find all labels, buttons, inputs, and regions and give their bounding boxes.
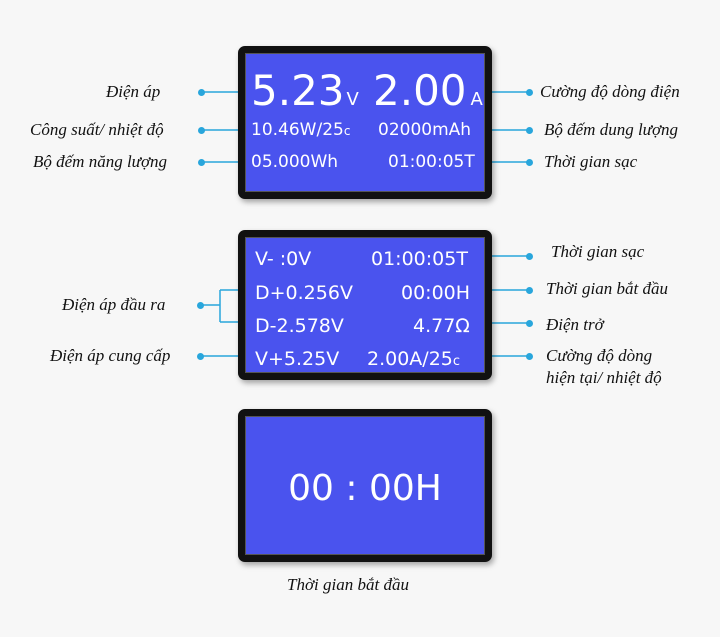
energy-reading: 05.000Wh (251, 152, 339, 172)
label-charge-time: Thời gian sạc (551, 242, 645, 261)
d-minus-reading: D-2.578V (255, 315, 344, 337)
connector-dot (198, 89, 205, 96)
d-plus-reading: D+0.256V (255, 282, 353, 304)
v-plus-reading: V+5.25V (255, 348, 340, 370)
label-current-temp-2: hiện tại/ nhiệt độ (546, 368, 662, 387)
caption-start-time: Thời gian bắt đầu (287, 575, 409, 594)
label-power-temp: Công suất/ nhiệt độ (30, 120, 164, 139)
connector-dot (526, 320, 533, 327)
connector-dot (526, 353, 533, 360)
connector-dot (198, 127, 205, 134)
label-energy-counter: Bộ đếm năng lượng (33, 152, 168, 171)
label-supply-voltage: Điện áp cung cấp (50, 346, 171, 365)
connector-dot (526, 253, 533, 260)
connector-dot (197, 353, 204, 360)
lcd-screen-detail: V- :0V 01:00:05T D+0.256V 00:00H D-2.578… (238, 230, 492, 380)
connector-dot (526, 127, 533, 134)
connector-dot (197, 302, 204, 309)
label-current-temp-1: Cường độ dòng (546, 346, 653, 365)
charge-time-reading: 01:00:05T (388, 152, 475, 172)
connector-dot (526, 287, 533, 294)
label-charge-time: Thời gian sạc (544, 152, 638, 171)
power-temp-reading: 10.46W/25c (251, 120, 351, 140)
v-minus-reading: V- :0V (255, 248, 312, 270)
resistance-reading: 4.77Ω (413, 315, 470, 337)
current-unit: A (470, 89, 483, 110)
start-time-reading: 00:00H (401, 282, 471, 304)
label-capacity-counter: Bộ đếm dung lượng (544, 120, 679, 139)
label-current: Cường độ dòng điện (540, 82, 680, 101)
connector-dot (526, 89, 533, 96)
connector-dot (198, 159, 205, 166)
lcd-screen-start-time: 00 : 00H (238, 409, 492, 562)
label-resistance: Điện trở (546, 315, 604, 334)
voltage-unit: V (346, 89, 359, 110)
start-time-large: 00 : 00H (288, 468, 442, 509)
current-temp-reading: 2.00A/25c (367, 348, 461, 370)
label-voltage: Điện áp (106, 82, 161, 101)
capacity-reading: 02000mAh (378, 120, 472, 140)
connector-dot (526, 159, 533, 166)
label-start-time: Thời gian bắt đầu (546, 279, 668, 298)
charge-time-reading: 01:00:05T (371, 248, 468, 270)
label-output-voltage: Điện áp đầu ra (62, 295, 166, 314)
